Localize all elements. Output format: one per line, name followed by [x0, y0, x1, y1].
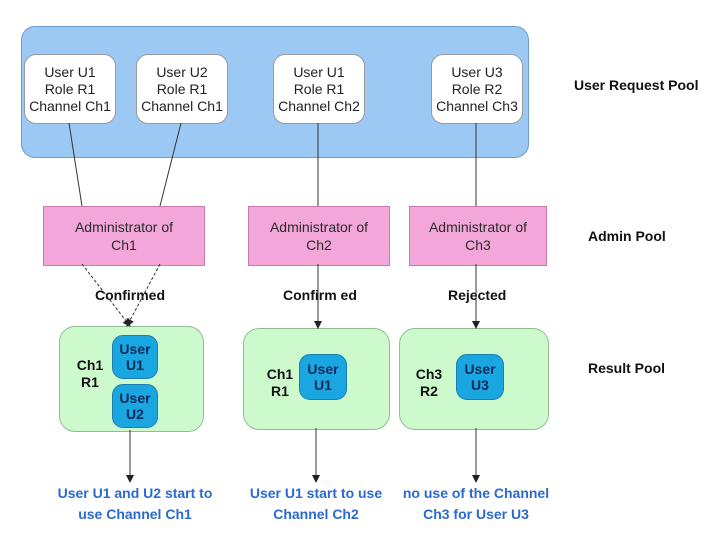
request-user: User U1 — [293, 63, 345, 80]
request-channel: Channel Ch1 — [29, 97, 111, 114]
admin-pool-label: Admin Pool — [588, 228, 666, 244]
admin-title: Administrator of — [74, 219, 174, 235]
status-confirmed-ch1: Confirmed — [95, 287, 165, 303]
admin-channel: Ch1 — [111, 237, 137, 253]
request-user: User U1 — [44, 63, 96, 80]
request-box-u1-ch1: User U1 Role R1 Channel Ch1 — [24, 54, 116, 124]
user-chip-id: U1 — [126, 357, 144, 373]
status-rejected-ch3: Rejected — [448, 287, 507, 303]
outcome-ch3: no use of the Channel Ch3 for User U3 — [396, 483, 556, 525]
user-chip-label: User — [119, 390, 151, 406]
connector-admin-ch1-b — [126, 263, 161, 327]
request-user: User U3 — [451, 63, 503, 80]
admin-channel: Ch3 — [465, 237, 491, 253]
admin-box-ch2: Administrator of Ch2 — [248, 206, 390, 266]
user-chip-label: User — [464, 361, 496, 377]
user-chip-id: U3 — [471, 377, 489, 393]
result-role: R1 — [271, 383, 289, 399]
admin-box-ch3: Administrator of Ch3 — [409, 206, 547, 266]
result-role: R2 — [420, 383, 438, 399]
outcome-line: Ch3 for User U3 — [423, 506, 529, 522]
admin-box-ch1: Administrator of Ch1 — [43, 206, 205, 266]
request-role: Role R1 — [156, 80, 208, 97]
user-chip-u1: User U1 — [299, 354, 347, 400]
request-box-u2-ch1: User U2 Role R1 Channel Ch1 — [136, 54, 228, 124]
request-channel: Channel Ch2 — [278, 97, 360, 114]
connector-u2-ch1 — [159, 122, 182, 207]
user-chip-u1: User U1 — [112, 335, 158, 379]
request-box-u1-ch2: User U1 Role R1 Channel Ch2 — [273, 54, 365, 124]
result-channel-role: Ch3 R2 — [411, 366, 447, 400]
result-channel-role: Ch1 R1 — [72, 357, 108, 391]
request-box-u3-ch3: User U3 Role R2 Channel Ch3 — [431, 54, 523, 124]
outcome-line: Channel Ch2 — [273, 506, 359, 522]
user-chip-u2: User U2 — [112, 384, 158, 428]
admin-title: Administrator of — [269, 219, 369, 235]
request-role: Role R1 — [293, 80, 345, 97]
result-channel-role: Ch1 R1 — [262, 366, 298, 400]
user-chip-id: U2 — [126, 406, 144, 422]
outcome-line: no use of the Channel — [402, 485, 550, 501]
user-chip-label: User — [119, 341, 151, 357]
request-role: Role R1 — [44, 80, 96, 97]
outcome-line: use Channel Ch1 — [78, 506, 192, 522]
result-pool-label: Result Pool — [588, 360, 666, 376]
result-channel: Ch3 — [415, 366, 443, 382]
request-role: Role R2 — [451, 80, 503, 97]
outcome-line: User U1 and U2 start to — [57, 485, 213, 501]
request-channel: Channel Ch1 — [141, 97, 223, 114]
result-role: R1 — [81, 374, 99, 390]
user-chip-u3: User U3 — [456, 354, 504, 400]
result-channel: Ch1 — [76, 357, 104, 373]
connector-admin-ch1-a — [81, 263, 131, 327]
request-user: User U2 — [156, 63, 208, 80]
request-channel: Channel Ch3 — [436, 97, 518, 114]
connector-u1-ch1 — [68, 122, 83, 207]
user-chip-id: U1 — [314, 377, 332, 393]
user-request-pool-label: User Request Pool — [574, 77, 699, 93]
user-chip-label: User — [307, 361, 339, 377]
status-confirmed-ch2: Confirm ed — [283, 287, 357, 303]
result-channel: Ch1 — [266, 366, 294, 382]
outcome-ch1: User U1 and U2 start to use Channel Ch1 — [45, 483, 225, 525]
outcome-ch2: User U1 start to use Channel Ch2 — [236, 483, 396, 525]
outcome-line: User U1 start to use — [249, 485, 383, 501]
admin-channel: Ch2 — [306, 237, 332, 253]
admin-title: Administrator of — [428, 219, 528, 235]
